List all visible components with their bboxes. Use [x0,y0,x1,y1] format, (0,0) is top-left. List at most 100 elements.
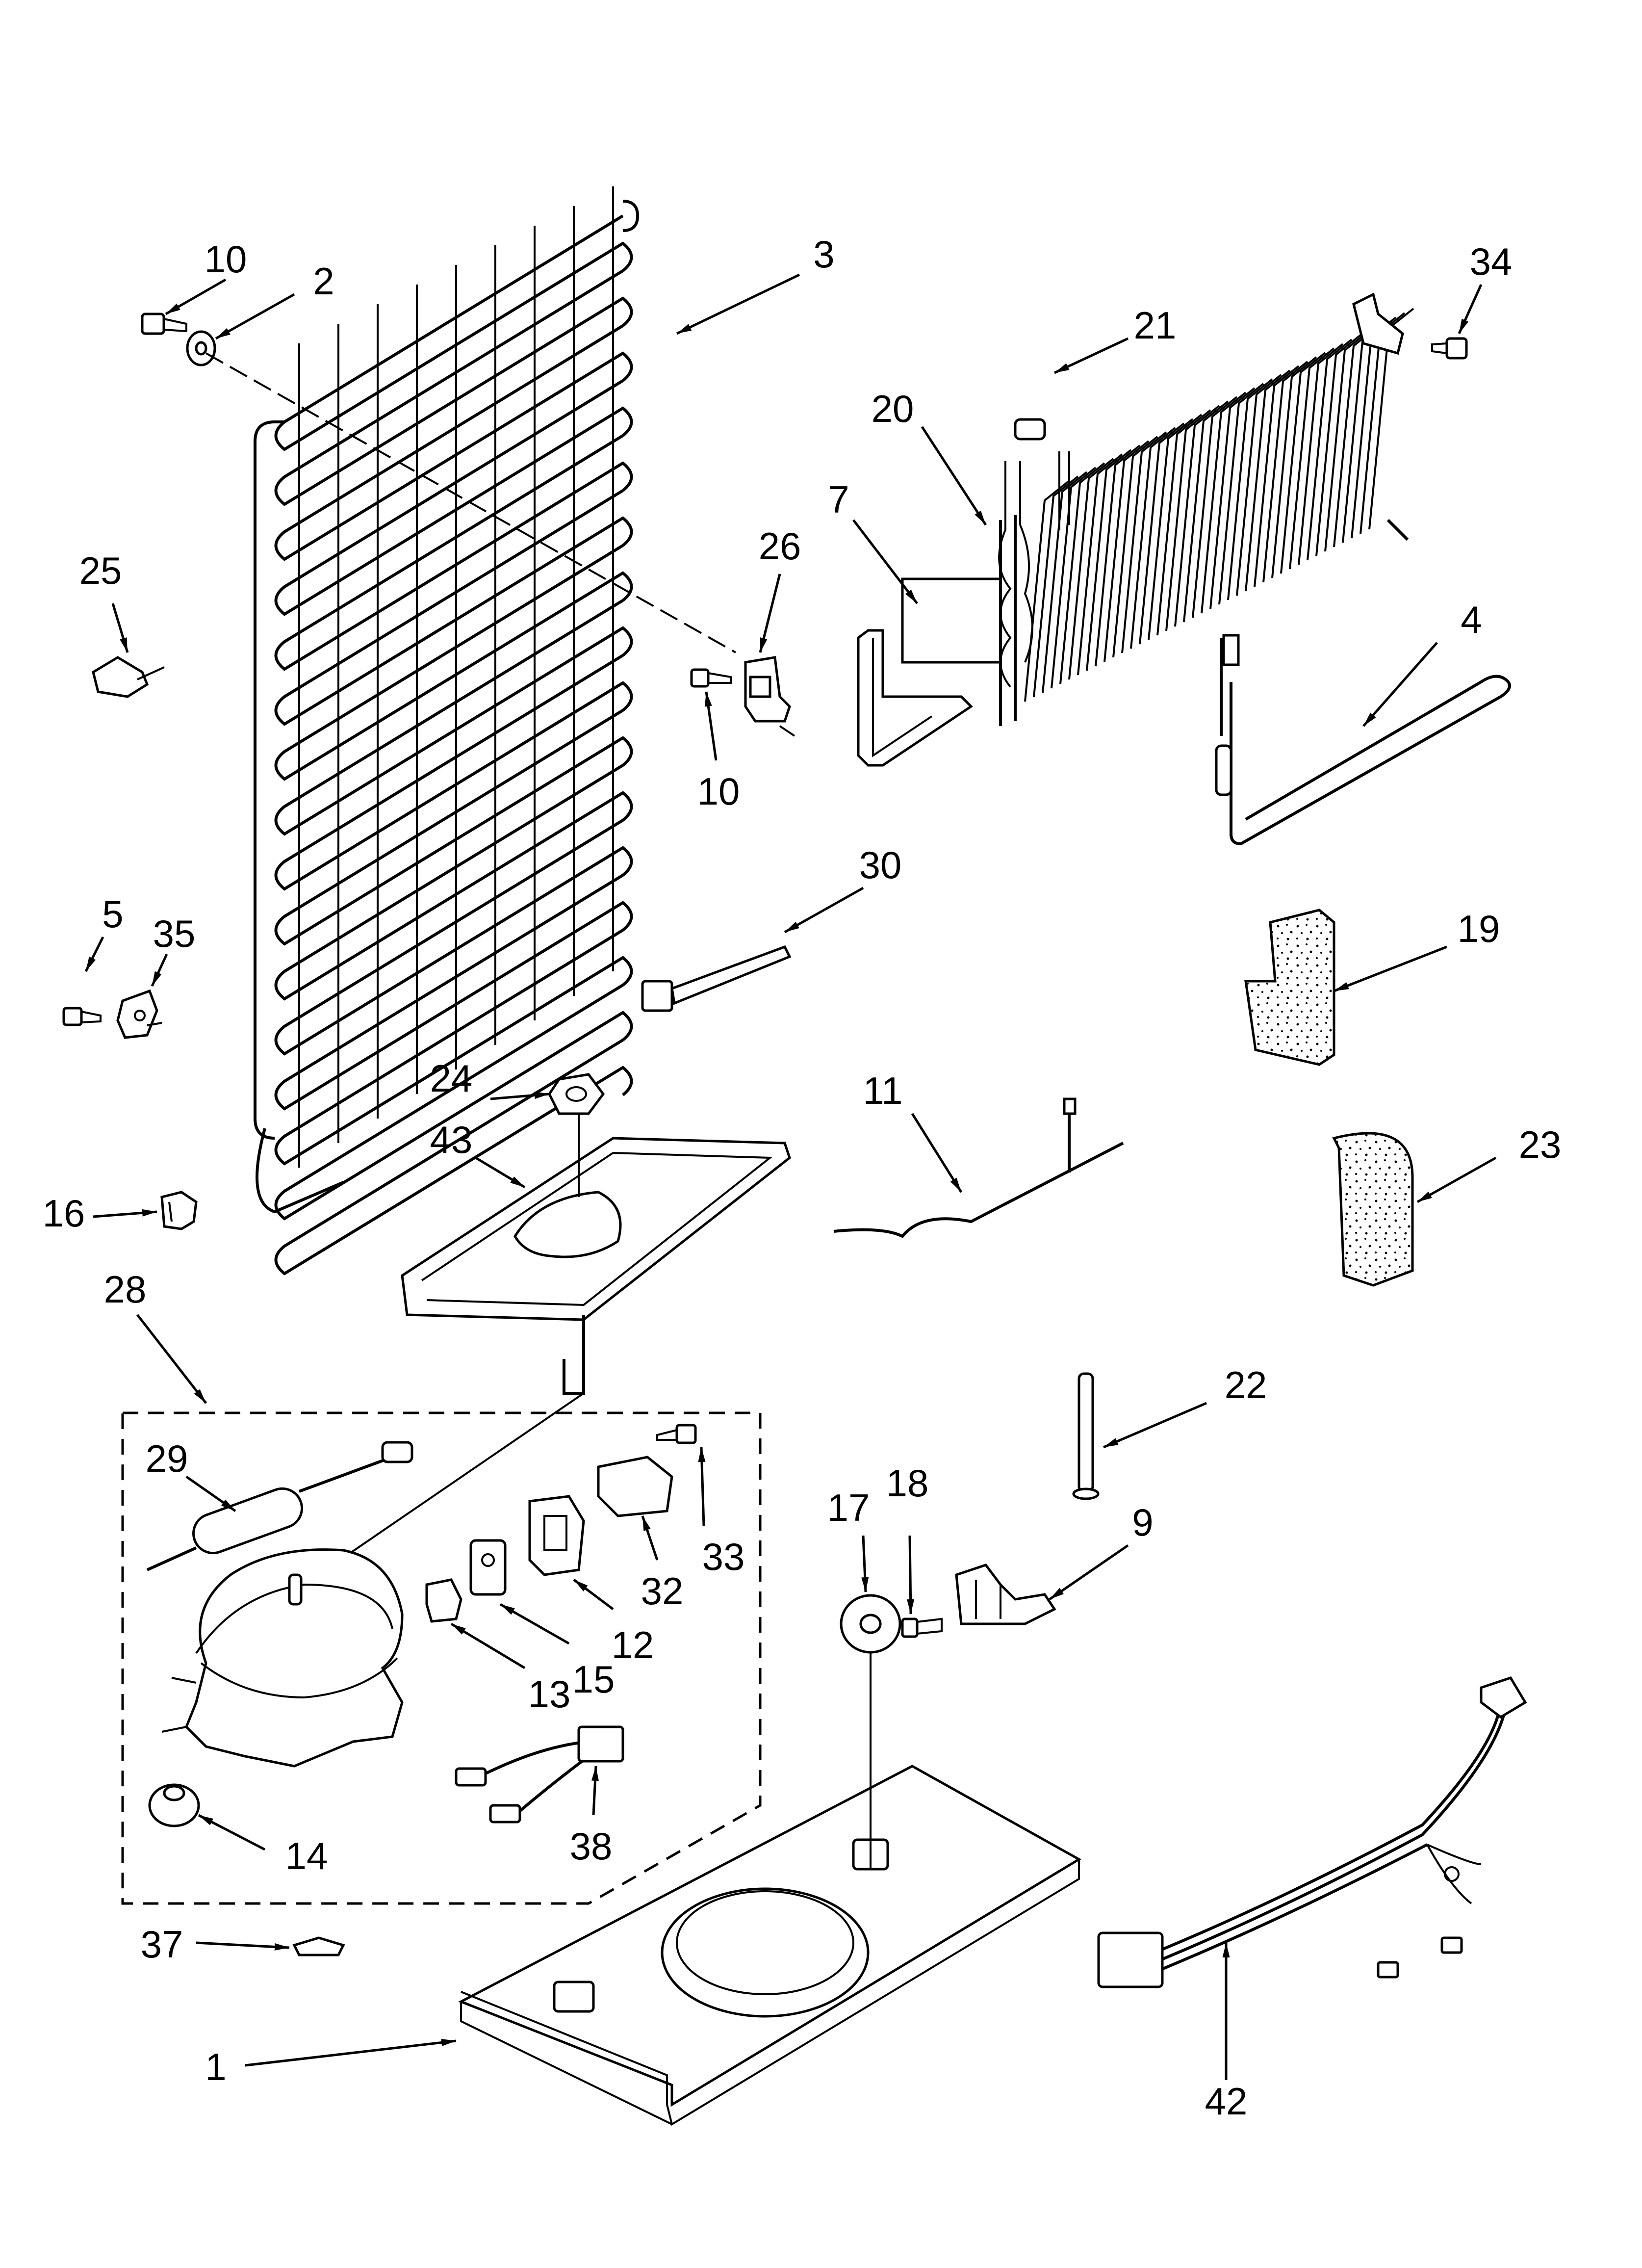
bracket-9 [955,1564,1056,1625]
evaporator-fin [1227,378,1273,600]
evaporator-fin [1236,374,1282,596]
bracket-26 [744,656,795,737]
callout-26: 26 [759,524,801,568]
evaporator-fin [1307,339,1353,561]
defrost-heater-4 [1215,634,1511,846]
coil-tube-segment [274,709,633,946]
tube-11 [833,1097,1124,1238]
clip-25 [92,656,165,698]
evaporator-fin [1280,352,1326,574]
callout-10-mid: 10 [697,770,740,813]
compressor-kit-28 [121,1411,762,1905]
leader-lines [84,273,1497,2080]
grommet-14 [148,1783,200,1827]
cable-tie-30 [641,945,792,1012]
clip-37 [292,1936,345,1956]
coil-tube-segment [274,489,633,726]
evaporator-fin [1059,462,1105,684]
callout-13: 13 [528,1672,571,1716]
callout-11: 11 [863,1069,903,1112]
screw-18 [901,1617,943,1638]
callout-17: 17 [827,1486,870,1529]
evaporator-fin [1130,427,1176,649]
evaporator-fin [1174,405,1220,627]
drier-29 [146,1441,413,1571]
evaporator-fin [1068,458,1114,680]
coil-tube-segment [274,324,633,561]
overload-13 [425,1578,462,1623]
callout-9: 9 [1132,1501,1153,1544]
callout-34: 34 [1470,240,1513,283]
evaporator-fin [1051,467,1097,689]
callout-43: 43 [430,1118,473,1161]
evaporator-fin [1183,400,1229,623]
screw-5 [62,1007,102,1026]
evaporator-fin [1289,347,1335,570]
coil-tube-segment [274,984,633,1221]
evaporator-fin [1112,436,1158,658]
callout-20: 20 [872,387,914,430]
evaporator-fin [1156,414,1203,636]
callout-1: 1 [205,2045,226,2088]
evaporator-fin [1245,369,1291,592]
coil-tube-segment [274,874,633,1111]
coil-tube-segment [274,599,633,836]
evaporator-fin [1262,361,1308,583]
callout-2: 2 [313,260,334,303]
coil-tube-segment [274,929,633,1166]
coil-tube-segment [274,214,633,451]
bracket-35 [116,989,162,1039]
callout-29: 29 [146,1437,188,1480]
drain-pan-43 [401,1137,791,1395]
callout-18: 18 [886,1461,929,1505]
screw-10-mid [690,668,732,688]
spacer-2 [186,330,216,366]
callout-3: 3 [813,233,834,276]
coil-tube-segment [274,1039,633,1276]
callout-23: 23 [1519,1123,1562,1166]
callout-32: 32 [641,1569,684,1613]
callout-4: 4 [1461,598,1482,641]
callout-30: 30 [859,843,902,886]
evaporator-fin [1209,387,1256,609]
evaporator-fin [1103,440,1150,662]
evaporator-fin [1148,418,1194,640]
coil-tube-segment [274,434,633,671]
evaporator-fin [1139,422,1185,645]
callout-19: 19 [1458,907,1500,950]
evaporator-assembly [857,292,1414,767]
condenser-coil [254,186,640,1276]
relay-15 [469,1539,507,1596]
compressor [161,1548,404,1768]
evaporator-fin [1342,321,1388,543]
evaporator-fin [1218,383,1264,605]
callout-37: 37 [141,1923,183,1966]
callout-15: 15 [572,1658,615,1701]
callout-28: 28 [104,1268,147,1311]
power-cord-42 [1097,1676,1527,1988]
foam-block-23 [1332,1132,1414,1287]
screw-34 [1431,337,1468,360]
cover-12 [528,1495,585,1576]
coil-tube-segment [274,654,633,891]
connector-32 [597,1456,673,1517]
callout-5: 5 [102,892,123,936]
evaporator-fin [1254,365,1300,587]
evaporator-fin [1095,444,1141,667]
callout-labels: 10 2 3 34 21 20 7 4 25 26 10 5 35 30 19 … [43,233,1562,2123]
evaporator-fin [1086,449,1132,671]
base-pan-1 [458,1765,1081,2126]
coil-tube-segment [274,269,633,506]
coil-tube-segment [274,819,633,1056]
evaporator-fin [1042,471,1088,693]
evaporator-fin [1271,356,1317,578]
callout-21: 21 [1134,304,1177,347]
foam-block-19 [1244,909,1335,1066]
evaporator-fin [1121,431,1167,653]
coil-tube-segment [274,764,633,1001]
callout-35: 35 [153,912,196,955]
clip-16 [160,1191,198,1230]
callout-24: 24 [430,1057,473,1100]
roller-17 [840,1594,901,1869]
callout-14: 14 [285,1834,328,1877]
